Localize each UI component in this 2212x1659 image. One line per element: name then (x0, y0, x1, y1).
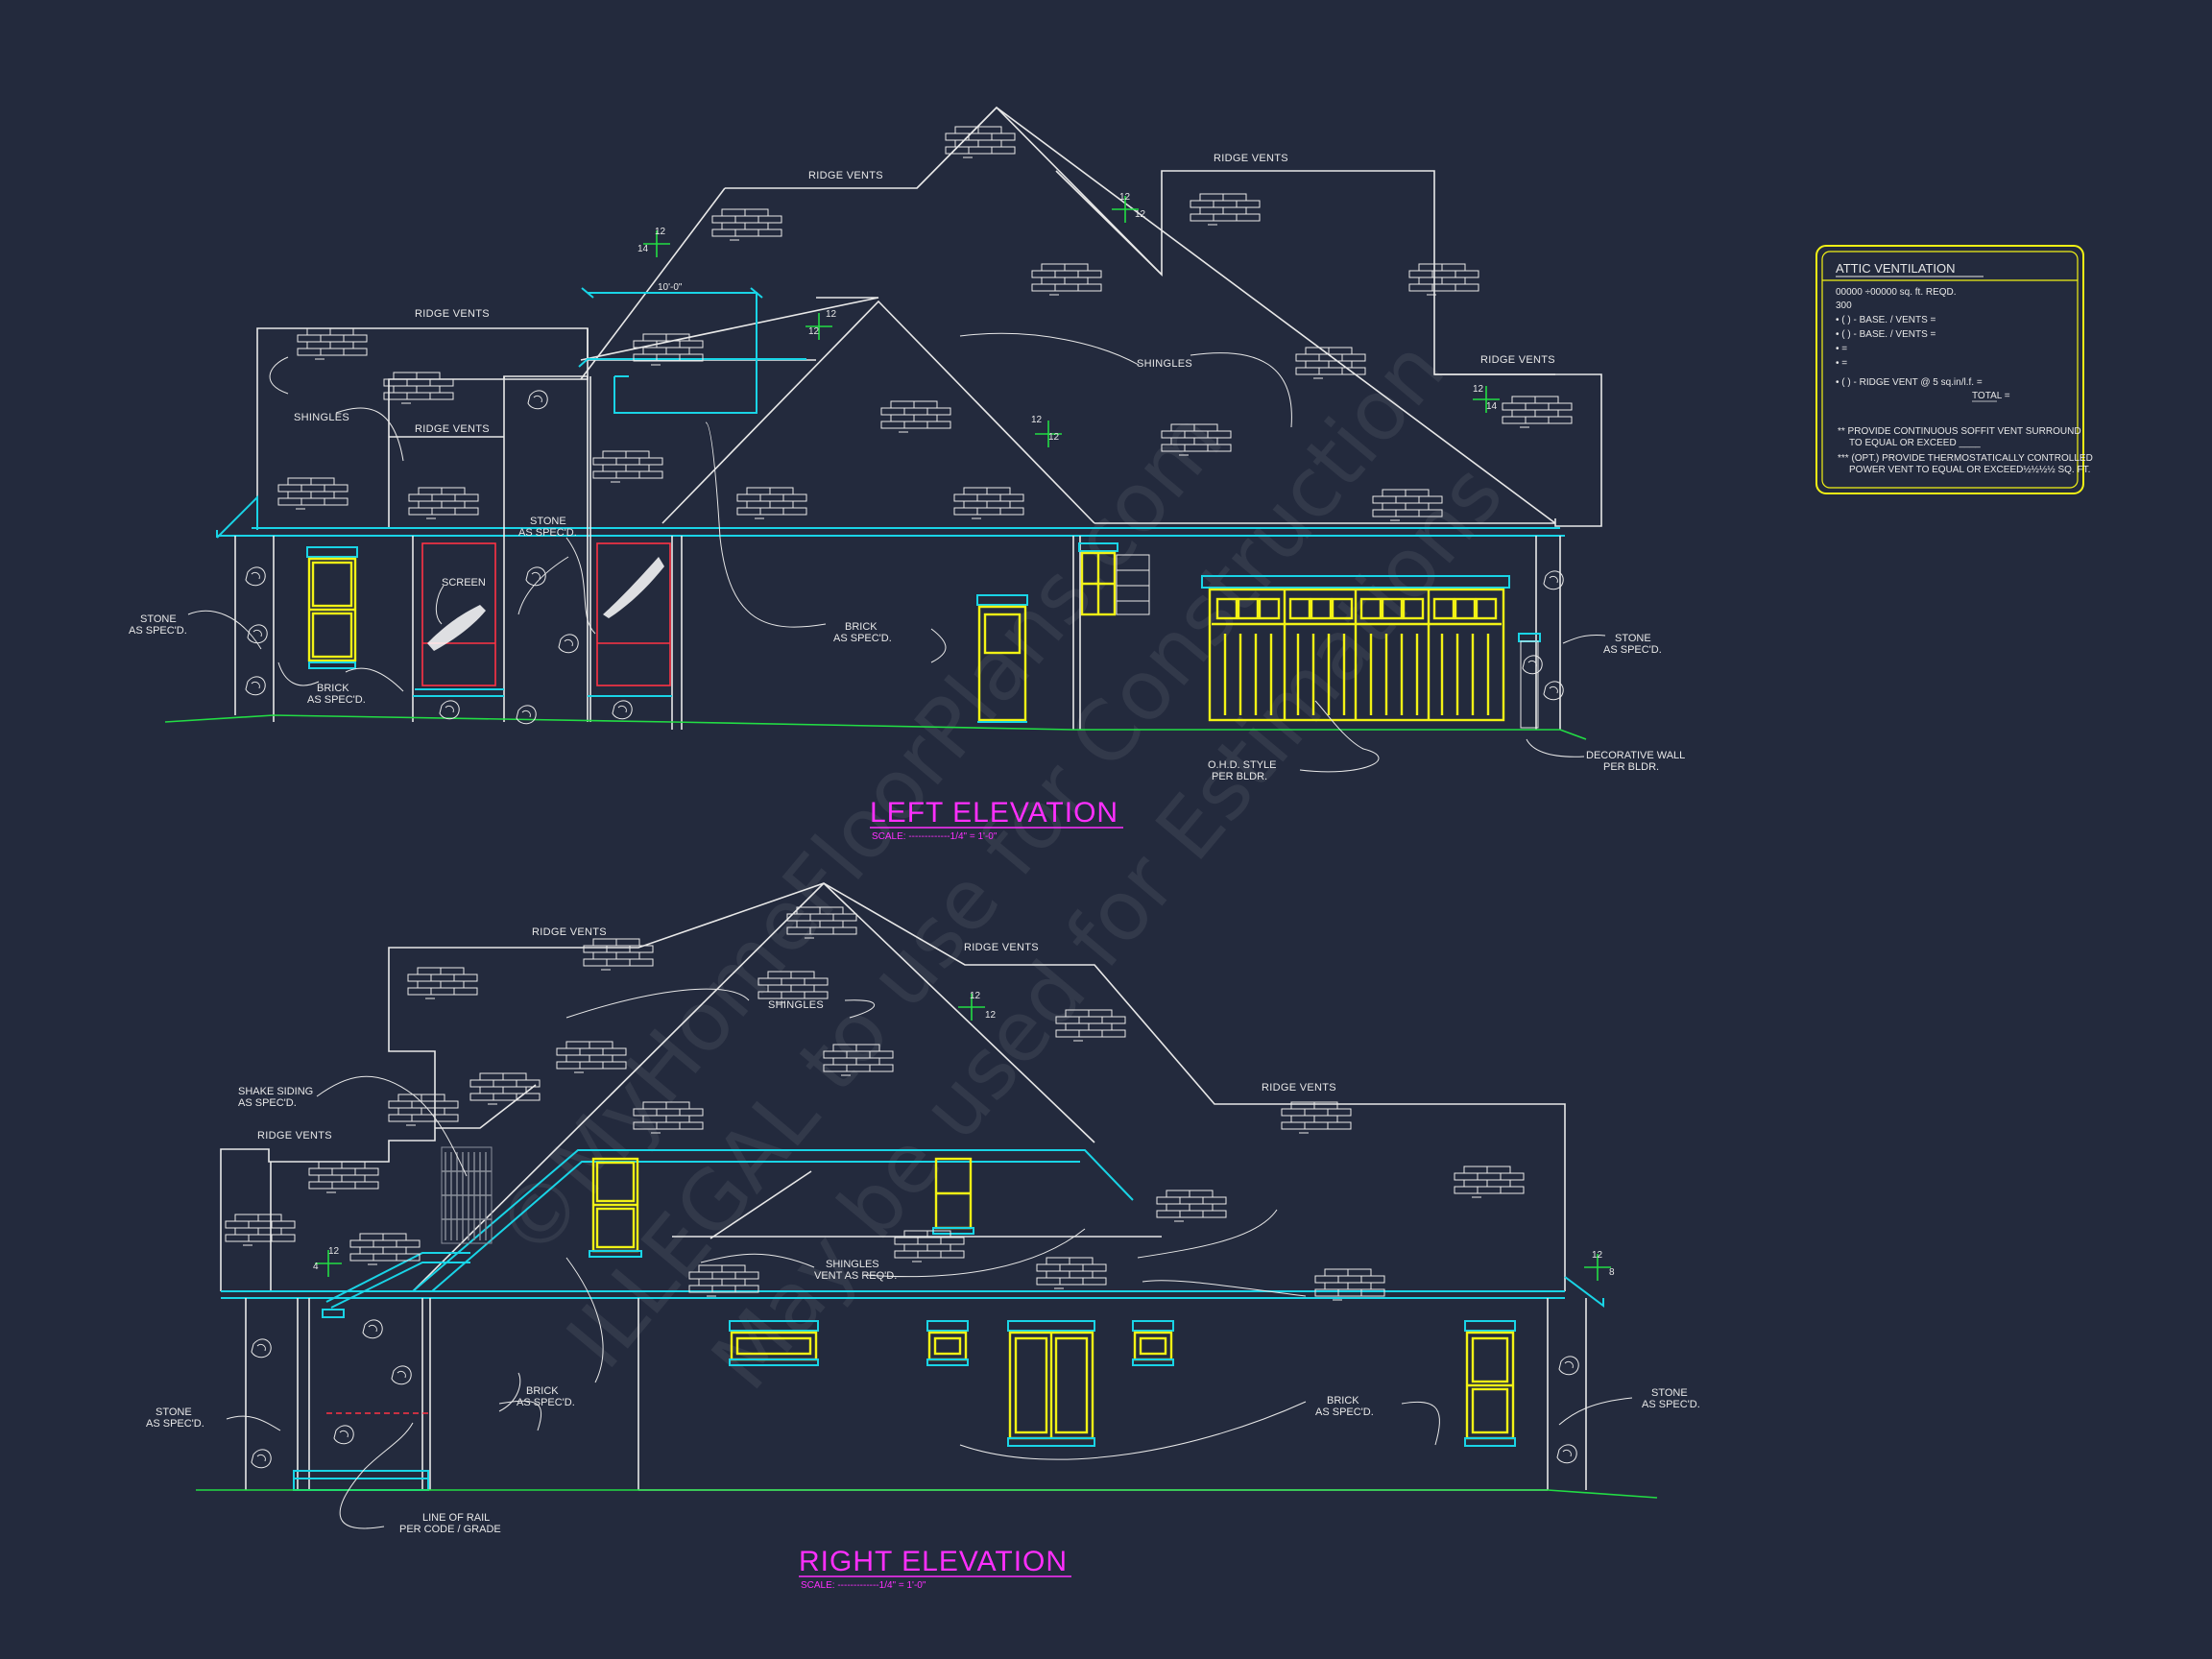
attic-line: • ( ) - BASE. / VENTS = (1836, 329, 1936, 340)
attic-ventilation-box: ATTIC VENTILATION 00000 ÷00000 sq. ft. R… (1815, 245, 2093, 494)
right-stone-label: STONE (1651, 1387, 1688, 1399)
right-ridge-vents-label-3: RIDGE VENTS (257, 1130, 332, 1142)
attic-line: 300 (1836, 301, 1852, 311)
left-deco-wall-label: PER BLDR. (1603, 761, 1659, 773)
pitch-label: 14 (1486, 401, 1498, 412)
left-ridge-vents-label-1: RIDGE VENTS (808, 170, 883, 181)
attic-line: • ( ) - BASE. / VENTS = (1836, 315, 1936, 325)
right-stone-label: STONE (156, 1407, 192, 1418)
garage-lites (1215, 597, 1498, 620)
pitch-label: 12 (1592, 1250, 1603, 1261)
right-shake-label: AS SPEC'D. (238, 1097, 297, 1109)
left-elevation-title: LEFT ELEVATION (870, 797, 1118, 829)
left-ohd-label: O.H.D. STYLE (1208, 759, 1277, 771)
pitch-label: 12 (1119, 192, 1131, 203)
attic-ventilation-title: ATTIC VENTILATION (1836, 261, 1955, 276)
right-rail-label: LINE OF RAIL (422, 1512, 490, 1524)
left-screen-label: SCREEN (442, 577, 486, 589)
pitch-label: 12 (808, 326, 820, 337)
left-ridge-vents-label-2: RIDGE VENTS (1214, 153, 1288, 164)
right-shingles-label: SHINGLES (768, 999, 824, 1011)
right-rail-label: PER CODE / GRADE (399, 1524, 501, 1535)
attic-total: TOTAL = (1972, 391, 2010, 401)
left-elevation-drawing: 10'-0" 12 14 12 12 12 12 12 12 12 14 RID… (129, 106, 1685, 842)
pitch-label: 12 (328, 1246, 340, 1257)
pitch-label: 12 (1048, 432, 1060, 443)
pitch-label: 12 (1031, 415, 1043, 425)
watermark-line-2: ILLEGAL to use for Construction (549, 323, 1464, 1386)
left-brick-label: AS SPEC'D. (833, 633, 892, 644)
right-ridge-vents-label-4: RIDGE VENTS (1262, 1082, 1336, 1094)
attic-line: • = (1836, 344, 1847, 354)
left-stone-label: AS SPEC'D. (518, 527, 577, 539)
left-stone-label: STONE (140, 613, 177, 625)
attic-line: • ( ) - RIDGE VENT @ 5 sq.in/l.f. = (1836, 377, 1983, 388)
attic-note: TO EQUAL OR EXCEED ____ (1849, 438, 1981, 448)
attic-line: • = (1836, 358, 1847, 369)
right-brick-label: AS SPEC'D. (1315, 1407, 1374, 1418)
pitch-label: 12 (826, 309, 837, 320)
pitch-label: 12 (970, 991, 981, 1001)
left-stone-label: AS SPEC'D. (1603, 644, 1662, 656)
right-ridge-vents-label-2: RIDGE VENTS (964, 942, 1039, 953)
left-stone-label: STONE (530, 516, 566, 527)
left-brick-label: BRICK (317, 683, 349, 694)
right-shake-label: SHAKE SIDING (238, 1086, 313, 1097)
left-brick-label: BRICK (845, 621, 878, 633)
left-shingles-label-1: SHINGLES (294, 412, 349, 423)
left-shingles-label-2: SHINGLES (1137, 358, 1192, 370)
right-brick-label: AS SPEC'D. (517, 1397, 575, 1408)
right-ridge-vents-label-1: RIDGE VENTS (532, 926, 607, 938)
attic-line: 00000 ÷00000 sq. ft. REQD. (1836, 287, 1957, 298)
attic-note: POWER VENT TO EQUAL OR EXCEED½½½½ SQ. FT… (1849, 465, 2090, 475)
left-deco-wall-label: DECORATIVE WALL (1586, 750, 1685, 761)
pitch-label: 4 (313, 1262, 319, 1272)
left-elevation-scale: SCALE: -------------1/4" = 1'-0" (872, 831, 998, 842)
pitch-label: 14 (637, 244, 649, 254)
garage-slats (1223, 634, 1490, 715)
right-brick-label: BRICK (1327, 1395, 1359, 1407)
right-shingles-vent-label: VENT AS REQ'D. (814, 1270, 897, 1282)
watermark: ©MyHomeFloorPlans.com ILLEGAL to use for… (478, 323, 1522, 1407)
pitch-label: 12 (655, 227, 666, 237)
right-elevation-drawing: 12 12 4 12 12 8 RIDGE VENTS RIDGE VENTS … (146, 882, 1700, 1591)
pitch-label: 12 (985, 1010, 997, 1021)
attic-note: *** (OPT.) PROVIDE THERMOSTATICALLY CONT… (1838, 453, 2093, 464)
left-ridge-vents-label-5: RIDGE VENTS (1480, 354, 1555, 366)
right-elevation-title: RIGHT ELEVATION (799, 1546, 1068, 1577)
right-elevation-scale: SCALE: -------------1/4" = 1'-0" (801, 1580, 926, 1591)
left-ridge-vents-label-3: RIDGE VENTS (415, 308, 490, 320)
attic-note: ** PROVIDE CONTINUOUS SOFFIT VENT SURROU… (1838, 426, 2081, 437)
left-stone-label: AS SPEC'D. (129, 625, 187, 637)
left-ohd-label: PER BLDR. (1212, 771, 1267, 782)
left-dormer-dimension: 10'-0" (658, 282, 683, 293)
right-stone-label: AS SPEC'D. (1642, 1399, 1700, 1410)
pitch-label: 12 (1473, 384, 1484, 395)
left-brick-label: AS SPEC'D. (307, 694, 366, 706)
right-brick-label: BRICK (526, 1385, 559, 1397)
shake-siding (441, 1146, 493, 1244)
left-ridge-vents-label-4: RIDGE VENTS (415, 423, 490, 435)
right-stone-label: AS SPEC'D. (146, 1418, 204, 1430)
pitch-label: 8 (1609, 1267, 1615, 1278)
pitch-label: 12 (1135, 209, 1146, 220)
left-stone-label: STONE (1615, 633, 1651, 644)
right-shingles-vent-label: SHINGLES (826, 1259, 879, 1270)
